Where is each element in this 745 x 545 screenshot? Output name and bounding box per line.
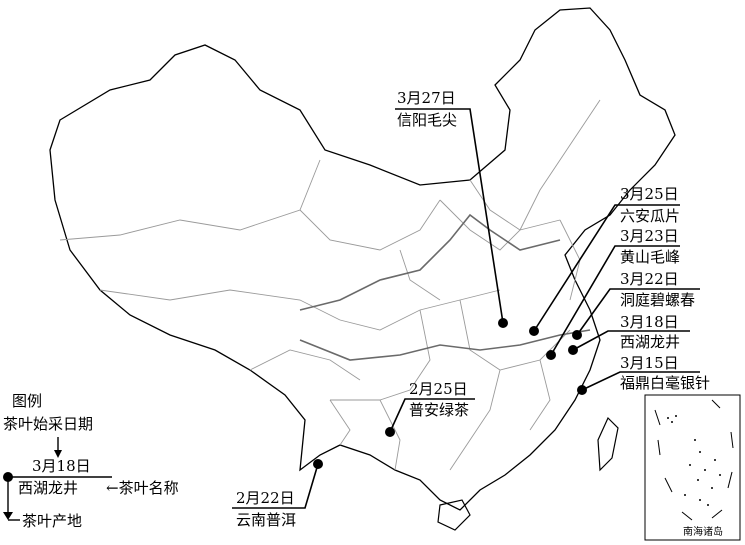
province-boundaries [59, 99, 601, 471]
hainan-island [437, 499, 471, 531]
rivers [299, 213, 591, 361]
site-date-fuding: 3月15日 [620, 354, 679, 372]
legend-sample-date: 3月18日 [32, 457, 91, 475]
inset-label: 南海诸岛 [683, 527, 723, 538]
site-name-fuding: 福鼎白毫银针 [620, 374, 711, 392]
inset-islands [667, 415, 721, 506]
site-date-xihu: 3月18日 [620, 313, 679, 331]
country-outline [49, 7, 676, 511]
site-name-puan: 普安绿茶 [409, 401, 470, 419]
site-name-dongting: 洞庭碧螺春 [620, 291, 696, 309]
legend-graphics [7, 437, 112, 521]
legend-down-arrow-head [54, 450, 62, 458]
site-date-luan: 3月25日 [620, 185, 679, 203]
site-date-yunnan: 2月22日 [236, 489, 295, 507]
site-name-xinyang: 信阳毛尖 [397, 111, 458, 129]
legend-place-desc: 茶叶产地 [22, 512, 83, 530]
site-name-xihu: 西湖龙井 [620, 333, 681, 351]
site-date-huangshan: 3月23日 [620, 227, 679, 245]
inset-frame [644, 394, 741, 541]
site-date-xinyang: 3月27日 [397, 89, 456, 107]
taiwan-island [597, 416, 619, 472]
site-date-puan: 2月25日 [409, 380, 468, 398]
site-date-dongting: 3月22日 [620, 270, 679, 288]
legend-name-desc: ←茶叶名称 [106, 479, 179, 497]
site-name-yunnan: 云南普洱 [236, 511, 297, 529]
leader-lines [232, 108, 700, 509]
legend-sample-name: 西湖龙井 [18, 479, 79, 497]
legend-title: 图例 [12, 392, 43, 410]
site-name-luan: 六安瓜片 [620, 207, 681, 225]
legend-sample-dot [3, 472, 13, 482]
inset-dashed-line [654, 399, 734, 521]
site-name-huangshan: 黄山毛峰 [620, 248, 681, 266]
legend-place-arrow-head [3, 512, 13, 520]
legend-date-desc: 茶叶始采日期 [3, 415, 94, 433]
